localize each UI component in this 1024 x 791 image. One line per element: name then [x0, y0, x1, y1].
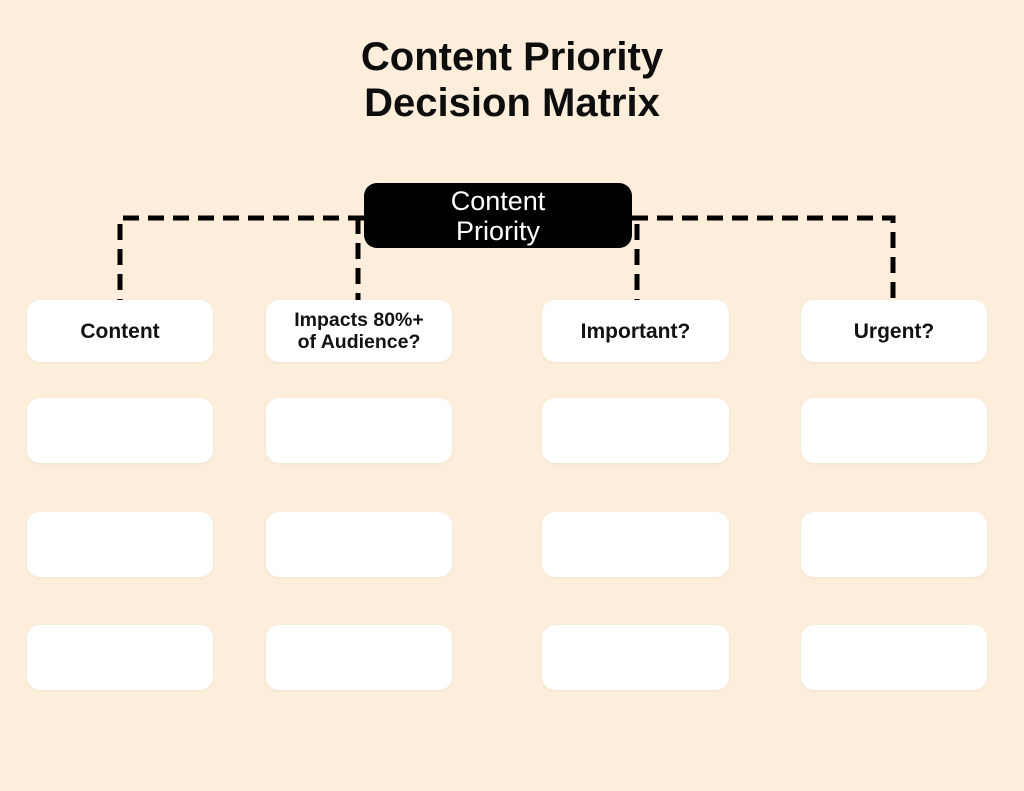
empty-cell-content-row1: [27, 398, 213, 463]
empty-cell-content-row3: [27, 625, 213, 690]
empty-cell-urgent-row1: [801, 398, 987, 463]
empty-cell-impacts-row2: [266, 512, 452, 577]
root-node-label-line2: Priority: [455, 215, 540, 246]
empty-cell-important-row1: [542, 398, 729, 463]
root-node-label-line1: Content: [450, 185, 546, 216]
root-node: Content Priority: [364, 183, 632, 248]
column-header-impacts-audience: Impacts 80%+ of Audience?: [266, 300, 452, 362]
empty-cell-urgent-row3: [801, 625, 987, 690]
empty-cell-important-row2: [542, 512, 729, 577]
column-header-impacts-line2: of Audience?: [297, 331, 421, 353]
column-header-urgent: Urgent?: [801, 300, 987, 362]
empty-cell-content-row2: [27, 512, 213, 577]
column-header-urgent-label: Urgent?: [853, 319, 935, 343]
column-header-important: Important?: [542, 300, 729, 362]
empty-cell-impacts-row3: [266, 625, 452, 690]
column-header-content-label: Content: [80, 319, 160, 343]
connector-left-branch: [117, 215, 364, 300]
column-header-impacts-line1: Impacts 80%+: [294, 309, 424, 331]
connector-right-branch: [632, 215, 896, 300]
page-title: Content Priority Decision Matrix: [0, 34, 1024, 126]
column-header-important-label: Important?: [580, 319, 691, 343]
column-header-content: Content: [27, 300, 213, 362]
page-title-line1: Content Priority: [360, 35, 664, 79]
empty-cell-impacts-row1: [266, 398, 452, 463]
page-title-line2: Decision Matrix: [364, 81, 660, 125]
empty-cell-urgent-row2: [801, 512, 987, 577]
empty-cell-important-row3: [542, 625, 729, 690]
